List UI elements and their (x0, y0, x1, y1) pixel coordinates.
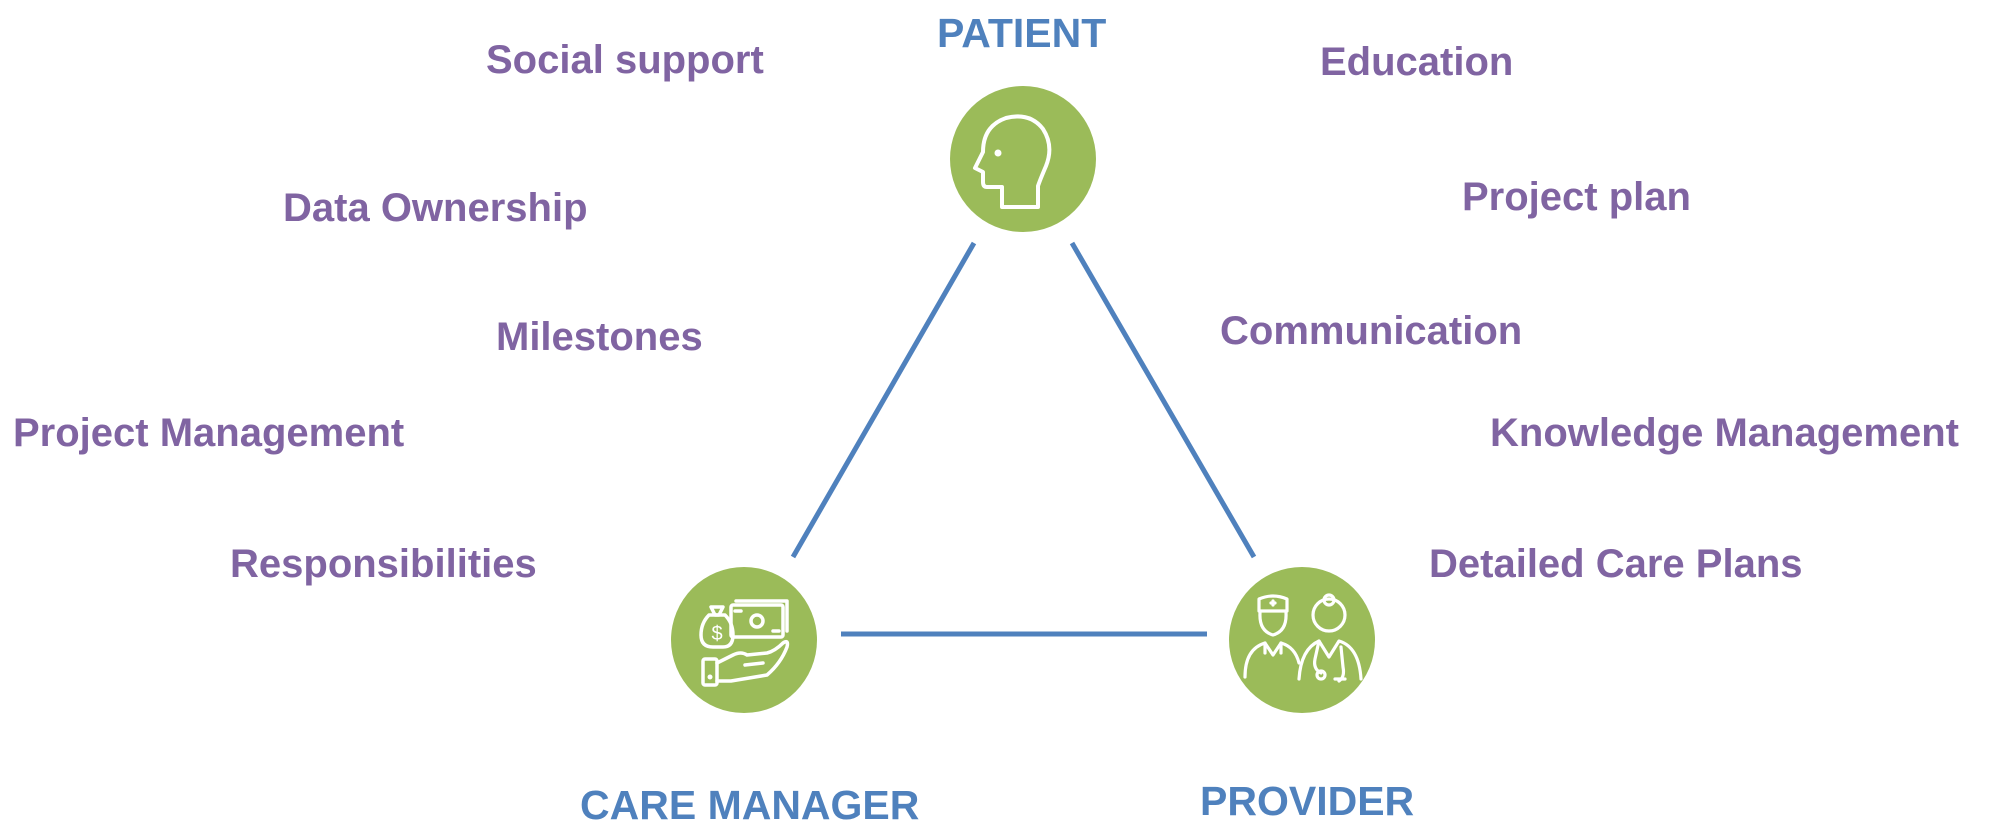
patient-node (950, 86, 1096, 232)
money-hand-icon: $ (699, 599, 790, 687)
topic-detailed-care-plans: Detailed Care Plans (1429, 542, 1803, 586)
head-profile-icon (973, 114, 1052, 209)
topic-social-support: Social support (486, 38, 764, 82)
topic-milestones: Milestones (496, 315, 703, 359)
provider-node (1229, 567, 1375, 713)
topic-data-ownership: Data Ownership (283, 186, 588, 230)
topic-knowledge-management: Knowledge Management (1490, 411, 1959, 455)
role-label-care-manager: CARE MANAGER (580, 782, 920, 828)
medical-staff-icon (1243, 593, 1363, 683)
role-label-patient: PATIENT (937, 10, 1107, 56)
svg-text:$: $ (711, 623, 722, 645)
topic-responsibilities: Responsibilities (230, 542, 537, 586)
connector-patient-care-manager (790, 241, 977, 559)
topic-project-management: Project Management (13, 411, 405, 455)
topic-communication: Communication (1220, 309, 1523, 353)
care-manager-node: $ (671, 567, 817, 713)
topic-education: Education (1320, 40, 1514, 84)
connector-patient-provider (1069, 241, 1257, 559)
topic-project-plan: Project plan (1462, 175, 1691, 219)
role-label-provider: PROVIDER (1200, 778, 1415, 824)
